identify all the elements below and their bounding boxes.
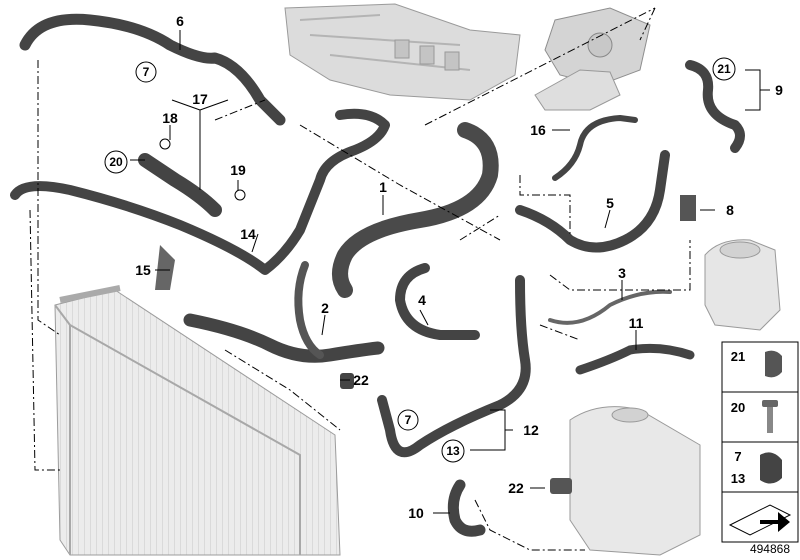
callout-12: 12 xyxy=(523,422,539,438)
radiator xyxy=(54,285,341,556)
callout-2: 2 xyxy=(321,300,329,316)
screw-20-icon xyxy=(762,400,778,407)
hose-17 xyxy=(138,153,222,217)
clip-7-13-icon xyxy=(760,452,782,484)
callout-21: 21 xyxy=(717,62,731,76)
legend-box-7-13 xyxy=(721,441,799,493)
legend-box-21 xyxy=(721,341,799,393)
callout-20: 20 xyxy=(109,155,123,169)
legend: 21 20 7 13 xyxy=(721,341,799,543)
callout-22b: 22 xyxy=(508,480,524,496)
callout-11: 11 xyxy=(629,315,644,331)
thermostat-housing xyxy=(534,7,651,111)
hose-9 xyxy=(685,60,745,153)
callout-16: 16 xyxy=(530,122,546,138)
bracket-8 xyxy=(680,195,696,221)
connection-lines xyxy=(29,7,691,551)
clips-and-brackets xyxy=(155,138,696,389)
callout-18: 18 xyxy=(162,110,178,126)
hose-12 xyxy=(377,275,531,458)
callout-13: 13 xyxy=(446,444,460,458)
callout-7b: 7 xyxy=(405,413,412,427)
bracket-15 xyxy=(155,245,175,290)
hoses xyxy=(10,13,745,537)
callout-leaders xyxy=(130,30,770,514)
callout-17: 17 xyxy=(192,91,208,107)
callout-19: 19 xyxy=(230,162,246,178)
legend-box-20 xyxy=(721,391,799,443)
expansion-tank-lower xyxy=(550,406,701,556)
callout-21-circle xyxy=(712,57,736,81)
callout-7-circle xyxy=(135,61,157,83)
callout-3: 3 xyxy=(618,265,626,281)
legend-label-13: 13 xyxy=(731,471,745,486)
hose-11 xyxy=(575,343,695,375)
hose-2 xyxy=(183,313,385,363)
hose-5 xyxy=(515,150,670,253)
callout-8: 8 xyxy=(726,202,734,218)
callout-4: 4 xyxy=(418,292,426,308)
diagram-number: 494868 xyxy=(749,542,790,556)
callout-1: 1 xyxy=(379,179,387,195)
callout-22a: 22 xyxy=(353,372,369,388)
clip-22 xyxy=(340,373,354,389)
hose-1 xyxy=(332,122,499,298)
o-ring-18 xyxy=(159,138,171,150)
engine-block xyxy=(284,3,521,101)
legend-label-21: 21 xyxy=(731,349,745,364)
callout-13-circle xyxy=(441,439,465,463)
callout-20-circle xyxy=(104,150,128,174)
expansion-tank-upper xyxy=(704,239,781,331)
legend-label-7: 7 xyxy=(734,449,741,464)
line-3 xyxy=(548,289,672,325)
hose-10 xyxy=(447,479,486,537)
callout-10: 10 xyxy=(408,505,424,521)
callout-6: 6 xyxy=(176,13,184,29)
callout-9: 9 xyxy=(775,82,783,98)
legend-label-20: 20 xyxy=(731,400,745,415)
callout-7b-circle xyxy=(397,409,419,431)
callout-15: 15 xyxy=(135,262,151,278)
callout-5: 5 xyxy=(606,195,614,211)
hose-14 xyxy=(10,108,390,275)
o-ring-19 xyxy=(234,189,246,201)
hose-6 xyxy=(19,13,286,126)
clamp-21-icon xyxy=(765,350,782,378)
callout-14: 14 xyxy=(240,226,256,242)
callout-7: 7 xyxy=(143,65,150,79)
hose-4 xyxy=(395,263,480,340)
hose-16 xyxy=(552,115,638,181)
